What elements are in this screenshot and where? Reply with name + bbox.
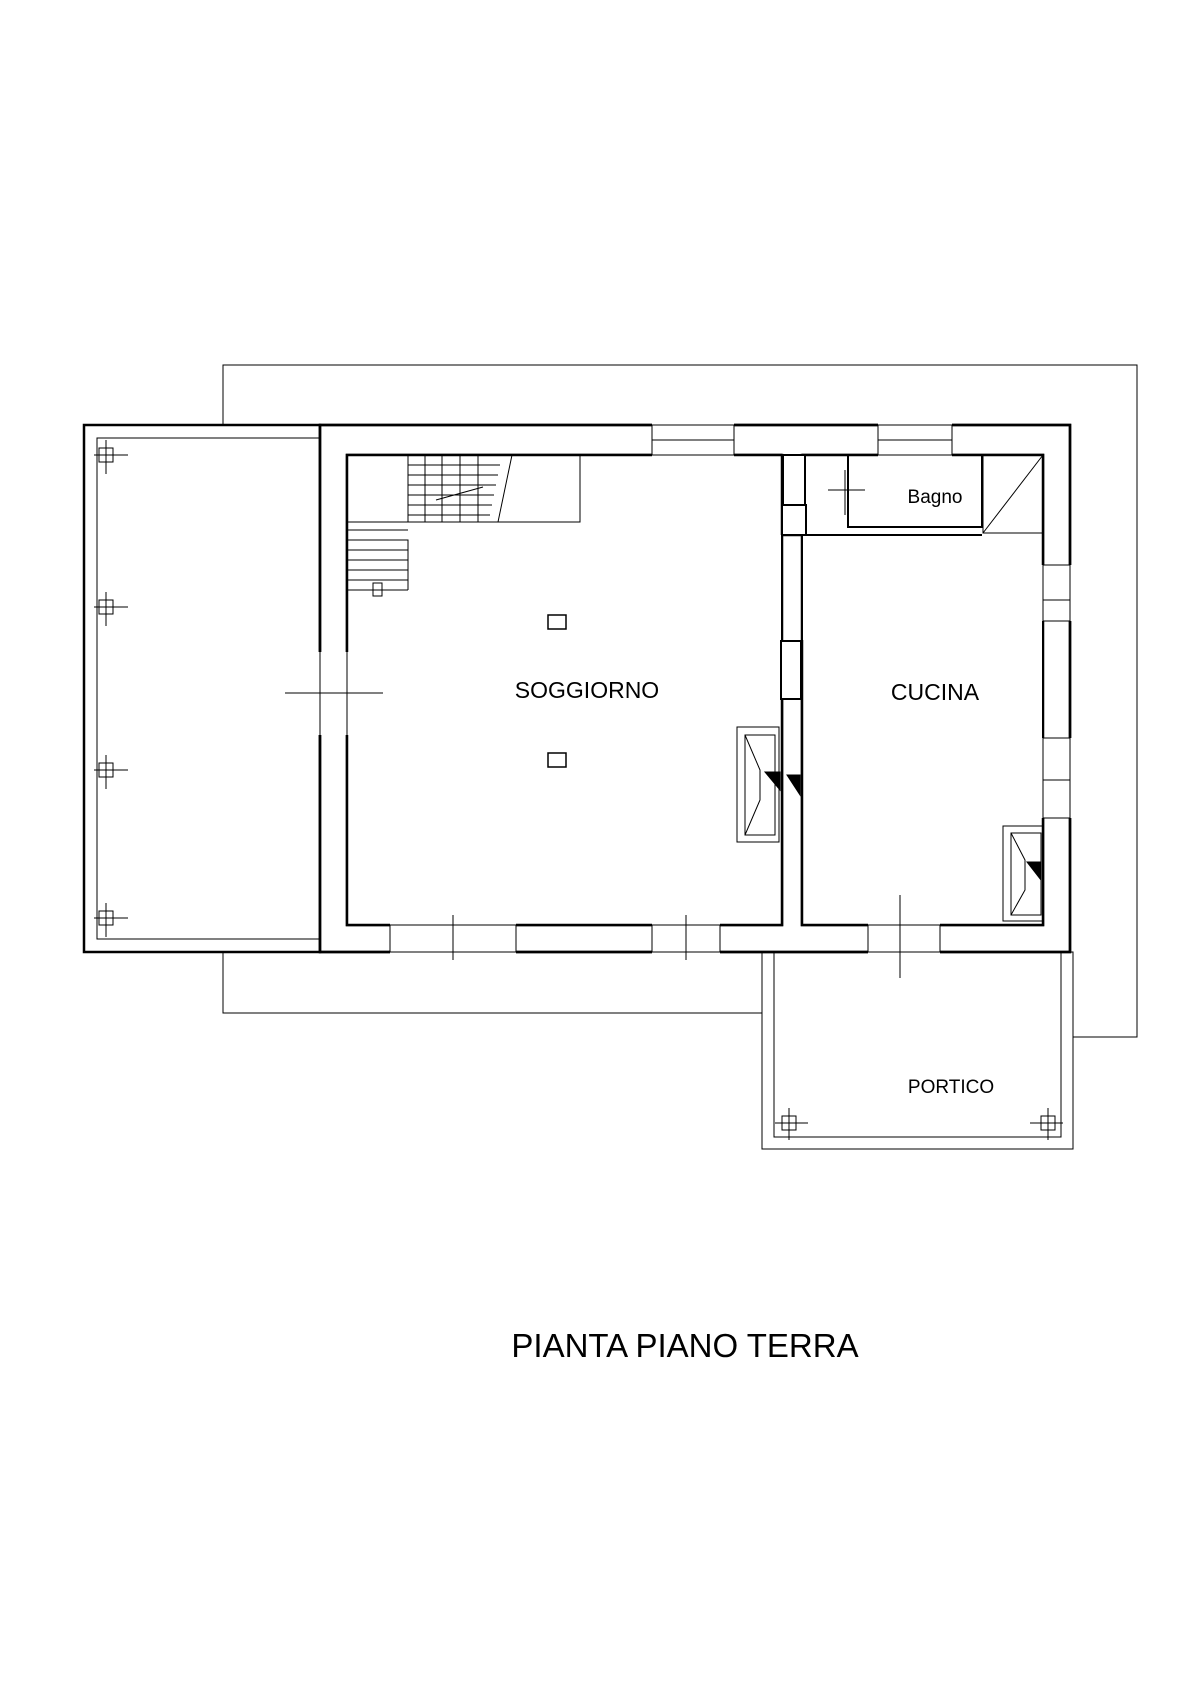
portico [762,952,1073,1149]
room-label-bagno: Bagno [908,487,963,508]
left-terrace [84,425,320,952]
bagno-door [828,470,865,515]
staircase [347,455,580,596]
window-symbols [285,425,1070,978]
living-pillars [548,615,566,767]
cucina-corner-unit [983,455,1043,533]
room-label-portico: PORTICO [908,1077,994,1098]
roof-outline [223,365,1137,1037]
fireplace-cucina [1003,826,1043,921]
interior-fill [348,456,1042,924]
interior-partitions [780,455,982,925]
room-label-soggiorno: SOGGIORNO [515,677,659,703]
column-markers [94,440,1063,1140]
fireplace-soggiorno [737,727,800,842]
room-label-cucina: CUCINA [891,679,980,705]
plan-title: PIANTA PIANO TERRA [511,1327,858,1364]
